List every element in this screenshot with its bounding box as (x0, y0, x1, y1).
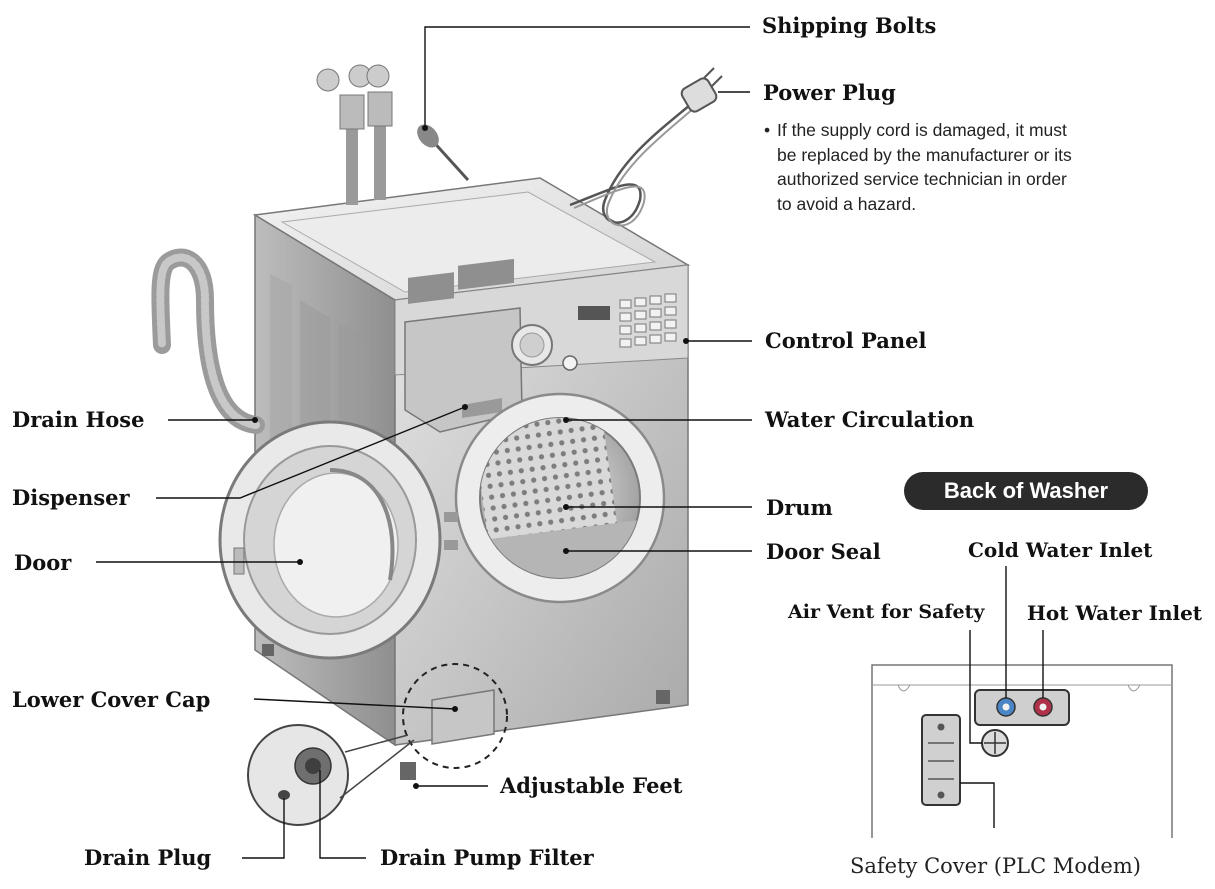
power-cord (569, 67, 723, 227)
label-cold-water-inlet: Cold Water Inlet (968, 538, 1153, 562)
adjustable-foot (400, 762, 416, 780)
leader-dispenser (156, 406, 466, 499)
leader-lower-cover-cap (253, 698, 456, 710)
open-door (218, 420, 442, 660)
label-door: Door (14, 550, 72, 575)
label-control-panel: Control Panel (765, 328, 927, 353)
label-lower-cover-cap: Lower Cover Cap (12, 687, 211, 712)
dispenser-drawer (404, 258, 523, 433)
lower-cover-cap (431, 689, 495, 745)
label-safety-cover: Safety Cover (PLC Modem) (850, 854, 1141, 878)
label-adjustable-feet: Adjustable Feet (500, 773, 683, 798)
washer-illustration (151, 64, 723, 780)
drain-plug (278, 790, 290, 800)
display-window (578, 306, 610, 320)
label-drain-pump-filter: Drain Pump Filter (380, 845, 594, 870)
label-water-circulation: Water Circulation (765, 407, 975, 432)
back-of-washer-inset (871, 664, 1173, 838)
note-bullet: • (764, 120, 771, 140)
back-of-washer-badge: Back of Washer (904, 472, 1148, 510)
panel-buttons (619, 293, 677, 348)
leader-shipping-bolts (424, 26, 750, 128)
label-power-plug: Power Plug (763, 80, 896, 105)
label-dispenser: Dispenser (12, 485, 130, 510)
leader-lines (96, 26, 1044, 859)
water-taps (316, 64, 393, 205)
safety-cover (921, 714, 961, 806)
label-door-seal: Door Seal (766, 539, 881, 564)
leader-drain-pump-filter (319, 770, 366, 859)
water-inlet-plate (974, 689, 1070, 726)
label-drain-hose: Drain Hose (12, 407, 145, 432)
label-drum: Drum (766, 495, 833, 520)
label-shipping-bolts: Shipping Bolts (762, 13, 937, 38)
drain-filter-inset (247, 724, 415, 826)
leader-air-vent (969, 630, 982, 744)
lower-cover-highlight (402, 663, 508, 769)
label-hot-water-inlet: Hot Water Inlet (1027, 601, 1203, 625)
shipping-bolt (417, 124, 470, 182)
leader-safety-cover (960, 782, 995, 828)
label-air-vent-for-safety: Air Vent for Safety (788, 601, 985, 623)
leader-drain-plug (242, 798, 285, 859)
power-plug-note: • If the supply cord is damaged, it must… (764, 118, 1084, 216)
label-drain-plug: Drain Plug (84, 845, 212, 870)
power-plug-note-text: If the supply cord is damaged, it must b… (777, 120, 1072, 214)
leader-dots (252, 125, 689, 789)
power-plug (680, 77, 718, 113)
